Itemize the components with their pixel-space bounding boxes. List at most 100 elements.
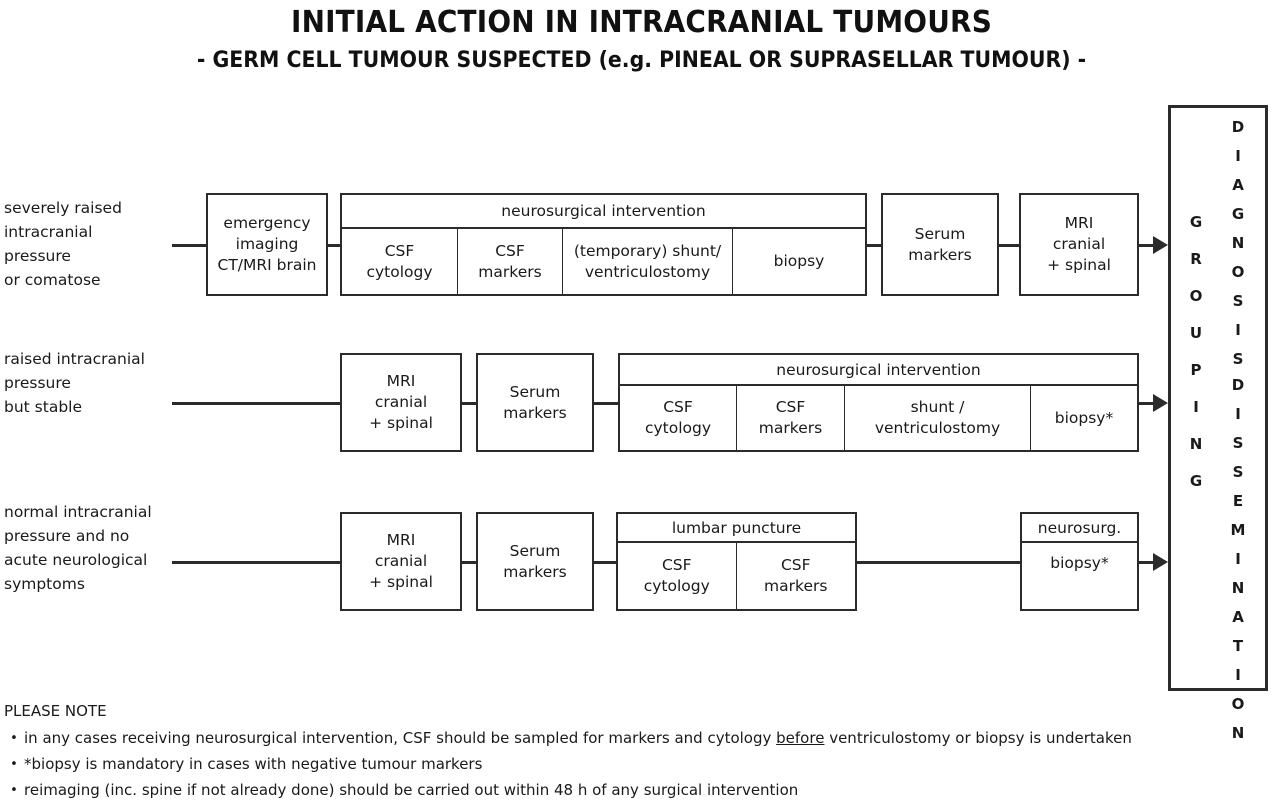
note-text-underlined: before [776, 729, 825, 747]
connector-row3-b [594, 561, 620, 564]
dissemination-letter: S [1232, 463, 1244, 481]
row1-cell-biopsy[interactable]: biopsy [773, 252, 825, 270]
grouping-letter: G [1189, 213, 1203, 231]
note-text-pre: reimaging (inc. spine if not already don… [24, 781, 799, 799]
row1-group-cells: CSF cytology CSF markers (temporary) shu… [342, 229, 865, 294]
bullet-icon: • [10, 731, 18, 746]
connector-row3-c [857, 561, 1022, 564]
row1-cell-csf-cytology[interactable]: CSF cytology [342, 229, 458, 294]
note-text-pre: *biopsy is mandatory in cases with negat… [24, 755, 483, 773]
dissemination-letter: N [1231, 724, 1245, 742]
row3-neurosurg-header: neurosurg. [1022, 514, 1137, 543]
row2-cell-biopsy[interactable]: biopsy* [1054, 408, 1114, 427]
dissemination-letter: O [1231, 695, 1245, 713]
connector-row1-b [867, 244, 883, 247]
row3-group-cells: CSF cytology CSF markers [618, 543, 855, 609]
dissemination-letter: I [1235, 405, 1241, 423]
diagnosis-letter: S [1232, 292, 1244, 310]
diagnosis-letter: I [1235, 147, 1241, 165]
dissemination-letter: T [1232, 637, 1244, 655]
outcome-diagnosis-vertical-text: D I A G N O S I S [1228, 120, 1248, 367]
row3-lumbar-puncture-group: lumbar puncture CSF cytology CSF markers [616, 512, 857, 611]
row1-mri-cranial-spinal-box[interactable]: MRI cranial + spinal [1019, 193, 1139, 296]
connector-row3-d [1139, 561, 1157, 564]
note-item: • *biopsy is mandatory in cases with neg… [4, 753, 1274, 776]
row1-cell-csf-markers[interactable]: CSF markers [458, 229, 563, 294]
grouping-letter: P [1190, 361, 1202, 379]
grouping-letter: I [1193, 398, 1199, 416]
dissemination-letter: S [1232, 434, 1244, 452]
page-title: INITIAL ACTION IN INTRACRANIAL TUMOURS [291, 5, 992, 40]
dissemination-letter: M [1230, 521, 1246, 539]
connector-row1-entry [172, 244, 208, 247]
outcome-grouping-vertical-text: G R O U P I N G [1186, 215, 1206, 489]
row2-serum-markers-box[interactable]: Serum markers [476, 353, 594, 452]
row3-cell-csf-cytology[interactable]: CSF cytology [618, 543, 737, 609]
row-label-severely-raised-icp: severely raised intracranial pressure or… [4, 199, 122, 289]
header: INITIAL ACTION IN INTRACRANIAL TUMOURS -… [0, 4, 1283, 76]
dissemination-letter: N [1231, 579, 1245, 597]
row-label-raised-icp-stable: raised intracranial pressure but stable [4, 350, 145, 416]
row1-emergency-imaging-box[interactable]: emergency imaging CT/MRI brain [206, 193, 328, 296]
outcome-dissemination-vertical-text: D I S S E M I N A T I O N [1228, 378, 1248, 741]
notes-title: PLEASE NOTE [4, 702, 107, 720]
arrow-row2-to-outcome [1153, 394, 1168, 412]
row2-mri-cranial-spinal-box[interactable]: MRI cranial + spinal [340, 353, 462, 452]
diagnosis-letter: N [1231, 234, 1245, 252]
connector-row2-a [462, 402, 478, 405]
row2-group-cells: CSF cytology CSF markers shunt / ventric… [620, 386, 1137, 450]
dissemination-letter: I [1235, 666, 1241, 684]
note-item: • in any cases receiving neurosurgical i… [4, 727, 1274, 750]
arrow-row3-to-outcome [1153, 553, 1168, 571]
row1-serum-markers-box[interactable]: Serum markers [881, 193, 999, 296]
row3-group-header: lumbar puncture [618, 514, 855, 543]
connector-row3-a [462, 561, 478, 564]
bullet-icon: • [10, 783, 18, 798]
connector-row2-b [594, 402, 620, 405]
grouping-letter: G [1189, 472, 1203, 490]
diagnosis-letter: I [1235, 321, 1241, 339]
bullet-icon: • [10, 757, 18, 772]
row2-cell-csf-cytology[interactable]: CSF cytology [620, 386, 737, 450]
connector-row3-entry [172, 561, 342, 564]
row3-cell-biopsy[interactable]: biopsy* [1050, 554, 1109, 572]
grouping-letter: O [1189, 287, 1203, 305]
row3-neurosurg-biopsy-group: neurosurg. biopsy* [1020, 512, 1139, 611]
diagnosis-letter: D [1231, 118, 1245, 136]
row2-cell-csf-markers[interactable]: CSF markers [737, 386, 845, 450]
row3-mri-cranial-spinal-box[interactable]: MRI cranial + spinal [340, 512, 462, 611]
row3-cell-csf-markers[interactable]: CSF markers [764, 556, 828, 595]
note-text: reimaging (inc. spine if not already don… [24, 779, 1274, 802]
row1-cell-shunt-ventriculostomy[interactable]: (temporary) shunt/ ventriculostomy [563, 229, 733, 294]
row1-neurosurgical-intervention-group: neurosurgical intervention CSF cytology … [340, 193, 867, 296]
row3-serum-markers-box[interactable]: Serum markers [476, 512, 594, 611]
note-text: *biopsy is mandatory in cases with negat… [24, 753, 1274, 776]
grouping-letter: N [1189, 435, 1203, 453]
outcome-panel [1168, 105, 1268, 691]
row1-group-header: neurosurgical intervention [342, 195, 865, 229]
note-item: • reimaging (inc. spine if not already d… [4, 779, 1274, 802]
connector-row1-c [999, 244, 1021, 247]
connector-row1-a [328, 244, 342, 247]
dissemination-letter: I [1235, 550, 1241, 568]
dissemination-letter: D [1231, 376, 1245, 394]
page-subtitle: - GERM CELL TUMOUR SUSPECTED (e.g. PINEA… [196, 48, 1087, 73]
notes-section: PLEASE NOTE • in any cases receiving neu… [4, 700, 1274, 805]
row-label-normal-icp: normal intracranial pressure and no acut… [4, 503, 152, 593]
connector-row1-d [1139, 244, 1157, 247]
dissemination-letter: A [1232, 608, 1244, 626]
diagnosis-letter: A [1232, 176, 1244, 194]
connector-row2-c [1139, 402, 1157, 405]
grouping-letter: R [1190, 250, 1202, 268]
diagnosis-letter: O [1231, 263, 1245, 281]
connector-row2-entry [172, 402, 342, 405]
arrow-row1-to-outcome [1153, 236, 1168, 254]
grouping-letter: U [1189, 324, 1203, 342]
row3-neurosurg-cells: biopsy* [1022, 543, 1137, 609]
row2-cell-shunt-ventriculostomy[interactable]: shunt / ventriculostomy [845, 386, 1031, 450]
row2-neurosurgical-intervention-group: neurosurgical intervention CSF cytology … [618, 353, 1139, 452]
note-text-pre: in any cases receiving neurosurgical int… [24, 729, 777, 747]
note-text-post: ventriculostomy or biopsy is undertaken [824, 729, 1132, 747]
diagnosis-letter: S [1232, 350, 1244, 368]
